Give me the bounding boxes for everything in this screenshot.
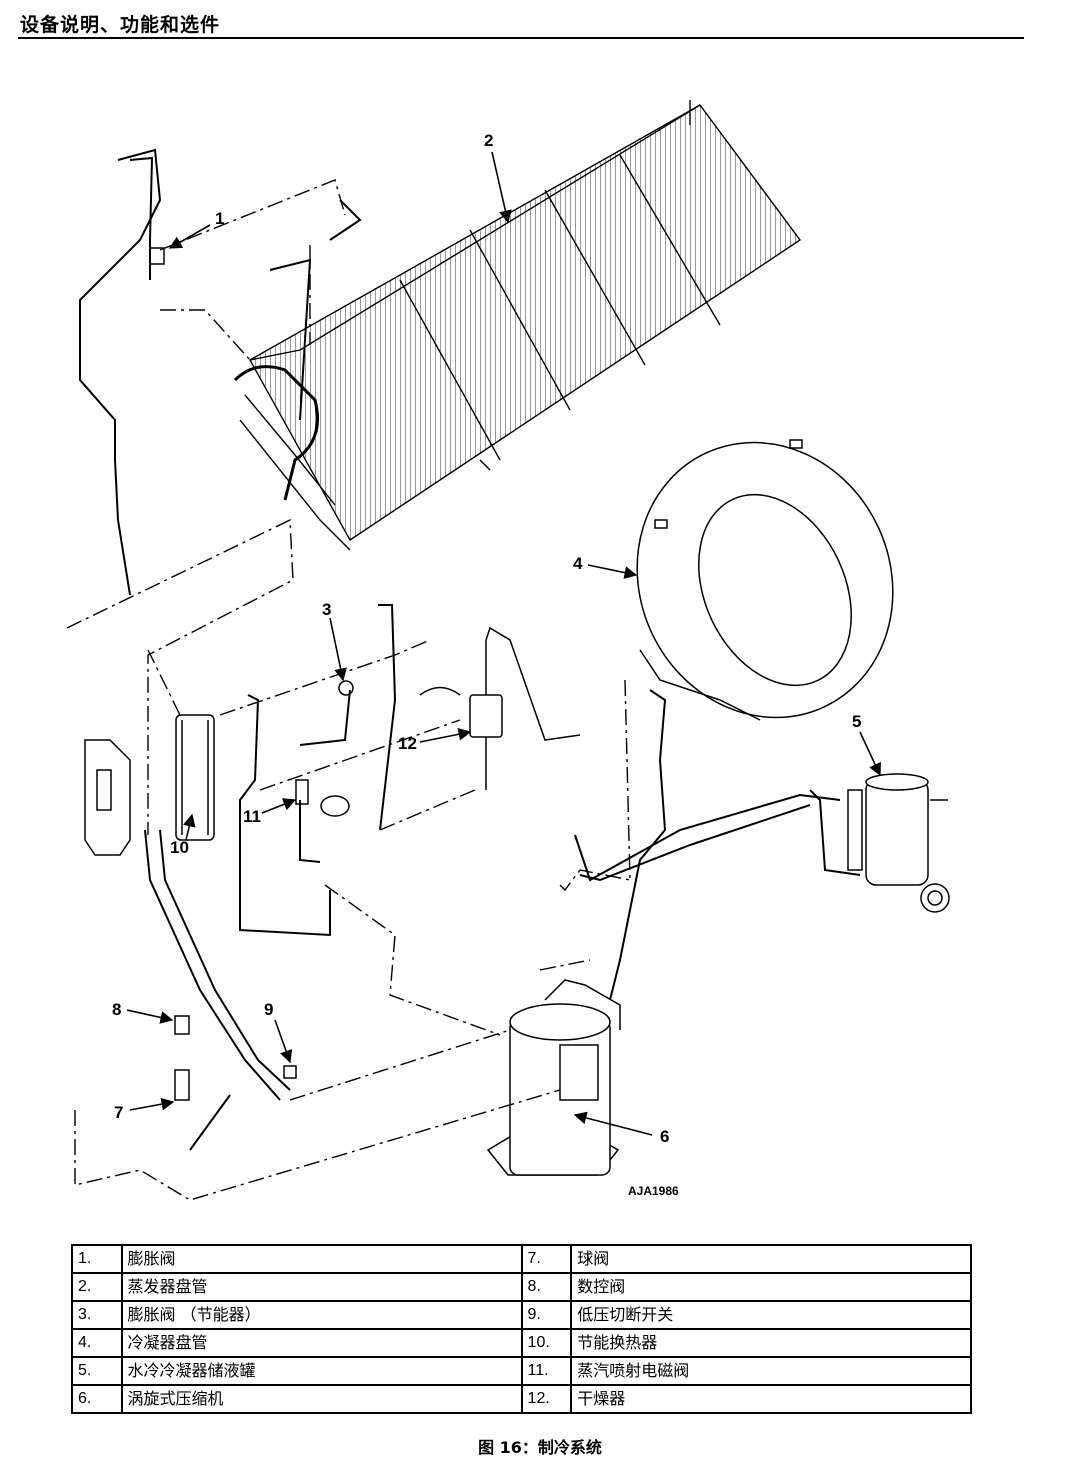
table-row: 4. 冷凝器盘管 10. 节能换热器 [71,1328,972,1358]
drawing-id: AJA1986 [628,1184,679,1198]
callout-10: 10 [170,838,189,857]
legend-label: 数控阀 [570,1272,972,1302]
legend-label: 干燥器 [570,1384,972,1414]
legend-num: 10. [520,1328,573,1358]
legend-label: 冷凝器盘管 [120,1328,523,1358]
legend-label: 水冷冷凝器储液罐 [120,1356,523,1386]
filter-drier [419,626,581,790]
table-row: 2. 蒸发器盘管 8. 数控阀 [71,1272,972,1302]
routing-lines [66,179,631,1200]
callout-7: 7 [114,1103,123,1122]
legend-label: 蒸发器盘管 [120,1272,523,1302]
callout-1: 1 [215,209,224,228]
legend-num: 12. [520,1384,573,1414]
table-row: 6. 涡旋式压缩机 12. 干燥器 [71,1384,972,1414]
receiver-tank [847,773,950,913]
legend-num: 1. [71,1244,123,1274]
evaporator-coil [233,100,802,551]
legend-label: 低压切断开关 [570,1300,972,1330]
low-pressure-cutout-switch [283,1065,297,1079]
condenser-coil [636,439,894,721]
scroll-compressor [486,979,621,1176]
digital-valve [174,1015,190,1035]
figure-caption: 图 16：制冷系统 [478,1438,602,1457]
vapor-injection-solenoid [295,779,350,817]
callout-5: 5 [852,712,861,731]
callout-3: 3 [322,600,331,619]
legend-label: 节能换热器 [570,1328,972,1358]
callout-4: 4 [573,554,583,573]
economizer-expansion-valve [338,680,354,696]
callout-12: 12 [398,734,417,753]
callout-9: 9 [264,1000,273,1019]
legend-label: 涡旋式压缩机 [120,1384,523,1414]
callout-8: 8 [112,1000,121,1019]
callout-arrows [126,151,881,1136]
callout-labels: 1 2 3 4 5 6 7 8 9 10 11 12 AJA1986 [112,131,861,1198]
callout-11: 11 [243,807,261,826]
refrigeration-system-diagram: 1 2 3 4 5 6 7 8 9 10 11 12 AJA1986 [66,100,950,1200]
legend-num: 7. [520,1244,573,1274]
section-title: 设备说明、功能和选件 [20,14,221,36]
mounting-bracket [84,739,131,856]
legend-label: 膨胀阀 （节能器） [120,1300,523,1330]
legend-num: 2. [71,1272,123,1302]
legend-num: 9. [520,1300,573,1330]
economizer-heat-exchanger [175,714,215,841]
legend-num: 3. [71,1300,123,1330]
legend-label: 球阀 [570,1244,972,1274]
callout-6: 6 [660,1127,669,1146]
legend-num: 11. [520,1356,573,1386]
legend-label: 蒸汽喷射电磁阀 [570,1356,972,1386]
header-rule [18,37,1024,39]
legend-num: 4. [71,1328,123,1358]
component-legend-table: 1. 膨胀阀 7. 球阀 2. 蒸发器盘管 8. 数控阀 3. 膨胀阀 （节能器… [71,1244,972,1414]
ball-valve [174,1069,190,1101]
expansion-valve [149,247,165,265]
callout-2: 2 [484,131,493,150]
table-row: 1. 膨胀阀 7. 球阀 [71,1244,972,1274]
legend-num: 8. [520,1272,573,1302]
legend-label: 膨胀阀 [120,1244,523,1274]
legend-num: 6. [71,1384,123,1414]
legend-num: 5. [71,1356,123,1386]
table-row: 3. 膨胀阀 （节能器） 9. 低压切断开关 [71,1300,972,1330]
refrigerant-piping [79,148,861,1151]
table-row: 5. 水冷冷凝器储液罐 11. 蒸汽喷射电磁阀 [71,1356,972,1386]
